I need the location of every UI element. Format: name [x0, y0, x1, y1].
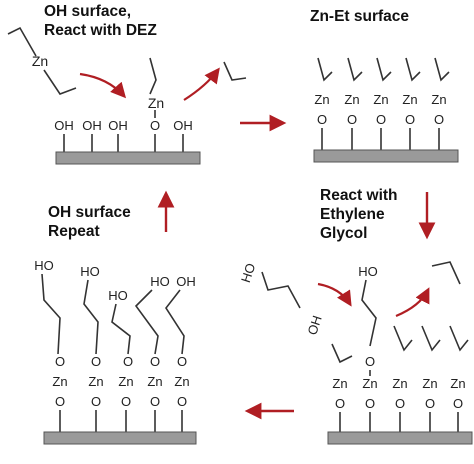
repeat-zn-4: Zn: [147, 374, 162, 389]
zn-et-o-4: O: [405, 112, 415, 127]
zn-et-zn-1: Zn: [314, 92, 329, 107]
substrate-2: [313, 149, 459, 163]
panel3-title: React with Ethylene Glycol: [320, 186, 398, 243]
repeat-ho-2: HO: [80, 264, 100, 279]
repeat-o-4: O: [150, 394, 160, 409]
dez-zn-label: Zn: [32, 53, 48, 69]
panel4-title: OH surface Repeat: [48, 203, 131, 241]
panel-ethylene-glycol: HO OH HO Zn Zn Zn Zn Zn O O O O O O: [238, 261, 473, 445]
zn-et-o-1: O: [317, 112, 327, 127]
eg-o-3: O: [395, 396, 405, 411]
repeat-zn-3: Zn: [118, 374, 133, 389]
reacting-eg-chain: [361, 279, 377, 347]
surface-bonds-1: [63, 134, 184, 152]
repeat-zn-5: Zn: [174, 374, 189, 389]
surface-bonds-3: [339, 370, 459, 432]
zn-et-zn-3: Zn: [373, 92, 388, 107]
eg-chain: [261, 271, 301, 309]
zn-et-o-3: O: [376, 112, 386, 127]
eg-o-1: O: [335, 396, 345, 411]
repeat-o-5: O: [177, 394, 187, 409]
ethyl-groups-2: [317, 57, 450, 82]
panel3-title-line1: React with: [320, 187, 398, 204]
substrate-1: [55, 151, 201, 165]
ethyl-groups-3: [331, 325, 469, 364]
zn-et-zn-5: Zn: [431, 92, 446, 107]
repeat-zn-2: Zn: [88, 374, 103, 389]
repeat-oh-4: OH: [176, 274, 196, 289]
panel4-title-line1: OH surface: [48, 204, 131, 221]
repeat-link-o-3: O: [123, 354, 133, 369]
surface-oh-1: OH: [54, 118, 74, 133]
panel4-title-line2: Repeat: [48, 223, 100, 240]
zn-et-zn-2: Zn: [344, 92, 359, 107]
eg-zn-5: Zn: [450, 376, 465, 391]
eg-zn-4: Zn: [422, 376, 437, 391]
eg-zn-3: Zn: [392, 376, 407, 391]
dez-molecule: [7, 26, 77, 95]
repeat-link-o-2: O: [91, 354, 101, 369]
eg-o-2: O: [365, 396, 375, 411]
dez-approach-arrow: [79, 72, 127, 99]
eg-o-5: O: [453, 396, 463, 411]
zn-et-o-2: O: [347, 112, 357, 127]
zn-et-zn-4: Zn: [402, 92, 417, 107]
substrate-4: [43, 431, 197, 445]
repeat-o-1: O: [55, 394, 65, 409]
surface-oh-3: OH: [108, 118, 128, 133]
eg-approach-arrow: [317, 282, 352, 307]
panel2-title: Zn-Et surface: [310, 8, 410, 25]
eg-bridge-o: O: [365, 354, 375, 369]
glycol-chains-4: [41, 273, 185, 355]
leaving-ethane: [223, 61, 247, 81]
panel3-title-line3: Glycol: [320, 225, 368, 242]
panel1-title-line2: React with DEZ: [44, 22, 157, 39]
repeat-link-o-4: O: [150, 354, 160, 369]
panel1-title: OH surface, React with DEZ: [44, 2, 157, 40]
eg-ho-label: HO: [238, 261, 258, 284]
ethane-release-arrow-2: [395, 287, 430, 318]
panel-oh-repeat: HO HO HO OH HO O O O O O Zn Zn Zn Zn Zn …: [34, 258, 197, 445]
eg-oh-label: OH: [304, 314, 324, 337]
reacting-ho-label: HO: [358, 264, 378, 279]
reacting-zn-label: Zn: [148, 95, 164, 111]
surface-oh-5: OH: [173, 118, 193, 133]
eg-zn-2: Zn: [362, 376, 377, 391]
eg-o-4: O: [425, 396, 435, 411]
panel1-title-line1: OH surface,: [44, 3, 132, 20]
surface-bonds-2: [321, 128, 440, 150]
surface-bonds-4: [59, 410, 183, 432]
leaving-ethane-2: [431, 261, 461, 285]
zn-et-o-5: O: [434, 112, 444, 127]
panel-zn-et-surface: Zn Zn Zn Zn Zn O O O O O: [313, 57, 459, 163]
repeat-zn-1: Zn: [52, 374, 67, 389]
repeat-link-o-5: O: [177, 354, 187, 369]
repeat-ho-5: HO: [108, 288, 128, 303]
surface-o-4: O: [150, 118, 160, 133]
surface-oh-2: OH: [82, 118, 102, 133]
repeat-ho-3: HO: [150, 274, 170, 289]
repeat-ho-1: HO: [34, 258, 54, 273]
panel3-title-line2: Ethylene: [320, 206, 385, 223]
ethane-release-arrow-1: [183, 67, 220, 101]
reacting-ethyl-bonds: [149, 57, 157, 118]
repeat-o-2: O: [91, 394, 101, 409]
substrate-3: [327, 431, 473, 445]
repeat-o-3: O: [121, 394, 131, 409]
eg-zn-1: Zn: [332, 376, 347, 391]
repeat-link-o-1: O: [55, 354, 65, 369]
panel-oh-surface: Zn Zn OH OH OH O OH: [7, 26, 247, 165]
